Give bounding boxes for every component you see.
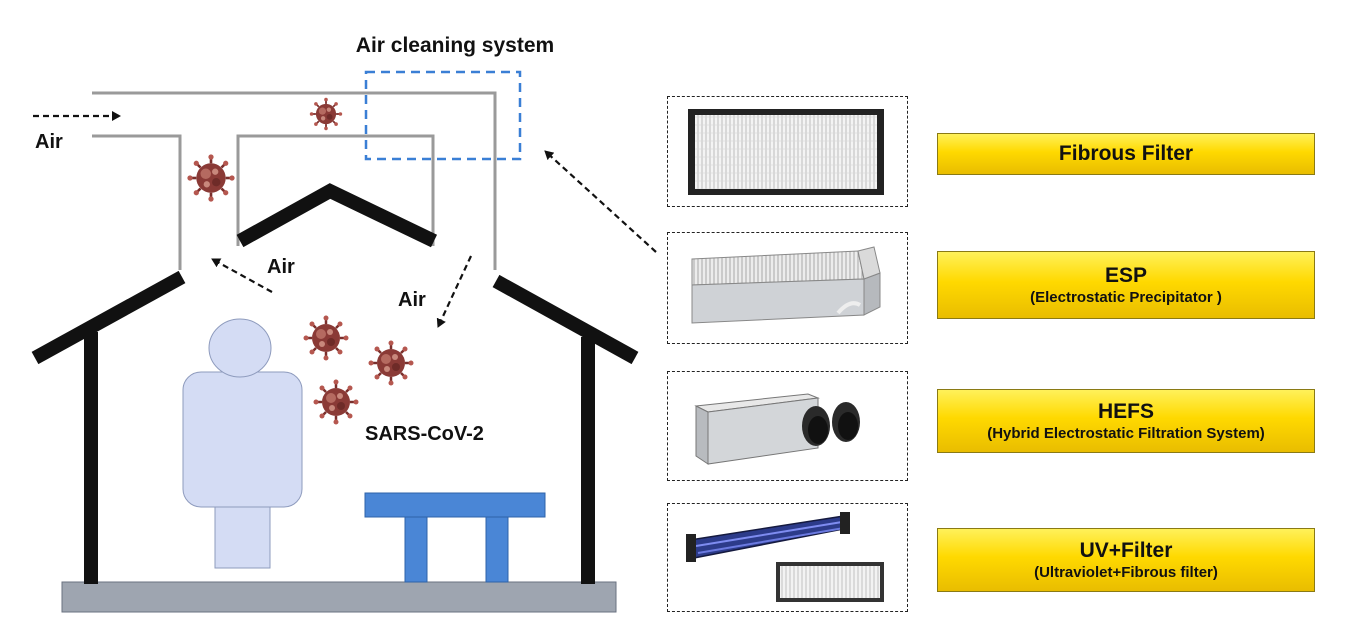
virus-icon — [308, 96, 344, 132]
arrow-icon — [211, 258, 273, 293]
esp-image — [691, 246, 881, 324]
option-subtitle: (Hybrid Electrostatic Filtration System) — [987, 424, 1265, 442]
air-in-label: Air — [398, 289, 426, 311]
option-title: HEFS — [1097, 399, 1154, 423]
virus-icon — [367, 339, 415, 387]
duct-lines — [92, 91, 497, 270]
house-outline — [31, 183, 639, 584]
option-fibrous-filter: Fibrous Filter — [937, 133, 1315, 175]
uv-filter-image — [686, 512, 884, 602]
air-inlet-label: Air — [35, 131, 63, 153]
virus-icon — [302, 314, 350, 362]
table — [364, 492, 546, 583]
floor — [61, 581, 617, 613]
arrow-icon — [544, 150, 657, 253]
uv-filter-photo — [667, 503, 908, 612]
air-out-label: Air — [267, 256, 295, 278]
option-title: UV+Filter — [1079, 538, 1173, 562]
option-hefs: HEFS (Hybrid Electrostatic Filtration Sy… — [937, 389, 1315, 453]
hefs-image — [694, 393, 860, 465]
airflow-arrows — [33, 111, 657, 328]
esp-photo — [667, 232, 908, 344]
hefs-photo — [667, 371, 908, 481]
virus-label: SARS-CoV-2 — [365, 423, 484, 445]
arrow-icon — [436, 255, 472, 328]
option-title: Fibrous Filter — [1058, 142, 1194, 165]
virus-icon — [312, 378, 360, 426]
option-title: ESP — [1104, 263, 1148, 287]
fibrous-filter-photo — [667, 96, 908, 207]
fibrous-filter-image — [688, 109, 884, 195]
option-subtitle: (Electrostatic Precipitator ) — [1030, 288, 1222, 306]
option-subtitle: (Ultraviolet+Fibrous filter) — [1034, 563, 1218, 581]
virus-icon — [186, 153, 236, 203]
option-uv-filter: UV+Filter (Ultraviolet+Fibrous filter) — [937, 528, 1315, 592]
person-figure — [182, 318, 303, 569]
system-title: Air cleaning system — [356, 34, 554, 57]
air-cleaning-system-box — [364, 70, 522, 161]
option-esp: ESP (Electrostatic Precipitator ) — [937, 251, 1315, 319]
